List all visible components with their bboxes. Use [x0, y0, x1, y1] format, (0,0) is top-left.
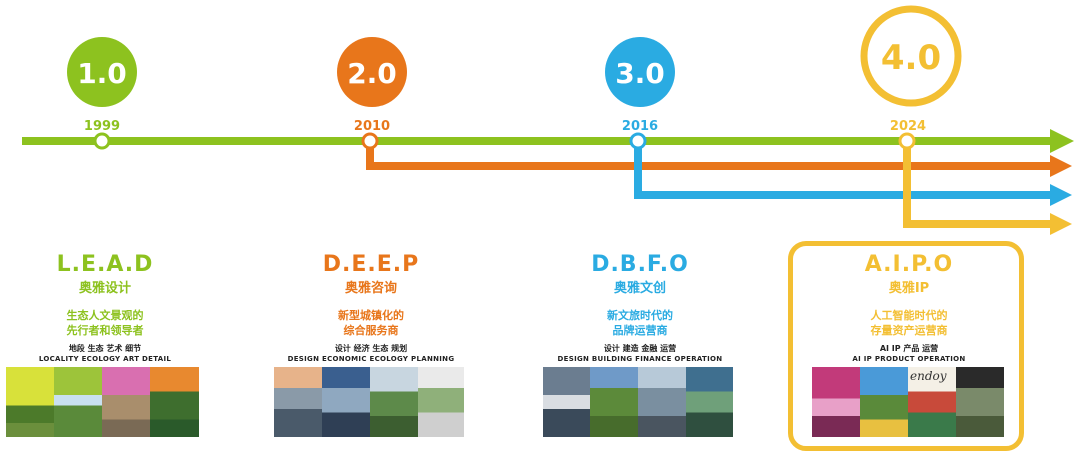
main-timeline-arrow [1050, 129, 1074, 153]
stage-keywords-cn: 设计 建造 金融 运营 [603, 344, 677, 353]
photo-ip [860, 367, 908, 437]
stage-aipo: A.I.P.O 奥雅IP 人工智能时代的 存量资产运营商 AI IP 产品 运营… [804, 252, 1014, 364]
stage-code: D.E.E.P [322, 252, 420, 277]
branch-arrow-2016 [1050, 184, 1072, 206]
stage-name: 奥雅文创 [613, 281, 666, 296]
version-label-3: 3.0 [615, 57, 665, 90]
year-label-3: 2016 [622, 119, 658, 134]
photo-detail [150, 367, 199, 437]
stage-name: 奥雅IP [888, 281, 930, 296]
stage-deep: D.E.E.P 奥雅咨询 新型城镇化的 综合服务商 设计 经济 生态 规划 DE… [266, 252, 476, 364]
stage-code: D.B.F.O [591, 252, 689, 277]
branch-arrow-2024 [1050, 213, 1072, 235]
photo-product: endoy [908, 367, 956, 437]
stage-keywords-en: DESIGN ECONOMIC ECOLOGY PLANNING [287, 355, 455, 363]
stage-name: 奥雅设计 [78, 281, 131, 296]
photo-operation-2 [956, 367, 1004, 437]
node-2024 [898, 132, 916, 150]
photo-building [590, 367, 638, 437]
node-2016 [629, 132, 647, 150]
version-circle-1 [67, 37, 137, 107]
photo-operation [686, 367, 733, 437]
branch-line-2016 [634, 141, 1052, 199]
version-circle-2 [337, 37, 407, 107]
photo-design-2 [543, 367, 590, 437]
photo-ecology [54, 367, 102, 437]
stage-description: 新文旅时代的 品牌运营商 [607, 309, 673, 337]
version-label-1: 1.0 [77, 57, 127, 90]
stage-keywords-en: LOCALITY ECOLOGY ART DETAIL [38, 355, 172, 363]
photo-planning [418, 367, 464, 437]
photo-design [274, 367, 322, 437]
stage-keywords-cn: 地段 生态 艺术 细节 [68, 344, 142, 353]
photo-strip-dbfo [543, 367, 733, 437]
version-circle-4 [860, 5, 962, 107]
node-2010 [361, 132, 379, 150]
photo-finance [638, 367, 686, 437]
branch-arrow-2010 [1050, 155, 1072, 177]
photo-ecology-2 [370, 367, 418, 437]
stage-description: 生态人文景观的 先行者和领导者 [66, 309, 144, 337]
photo-ai [812, 367, 860, 437]
stage-keywords-cn: AI IP 产品 运营 [879, 344, 939, 353]
stage-code: A.I.P.O [864, 252, 954, 277]
branch-line-2024 [903, 141, 1052, 228]
node-1999 [93, 132, 111, 150]
year-label-1: 1999 [84, 119, 120, 134]
photo-strip-lead [6, 367, 199, 437]
photo-strip-aipo: endoy [812, 367, 1004, 437]
stage-keywords-en: DESIGN BUILDING FINANCE OPERATION [557, 355, 723, 363]
stage-description: 新型城镇化的 综合服务商 [338, 309, 404, 337]
photo-economic [322, 367, 370, 437]
year-label-2: 2010 [354, 119, 390, 134]
year-label-4: 2024 [890, 119, 926, 134]
stage-keywords-cn: 设计 经济 生态 规划 [334, 344, 408, 353]
version-circle-3 [605, 37, 675, 107]
stage-description: 人工智能时代的 存量资产运营商 [870, 309, 948, 337]
photo-art [102, 367, 150, 437]
photo-signage-text: endoy [910, 369, 947, 383]
current-stage-highlight-frame [788, 241, 1024, 451]
version-label-2: 2.0 [347, 57, 397, 90]
photo-locality [6, 367, 54, 437]
photo-strip-deep [274, 367, 464, 437]
stage-dbfo: D.B.F.O 奥雅文创 新文旅时代的 品牌运营商 设计 建造 金融 运营 DE… [535, 252, 745, 364]
stage-name: 奥雅咨询 [344, 281, 397, 296]
stage-lead: L.E.A.D 奥雅设计 生态人文景观的 先行者和领导者 地段 生态 艺术 细节… [0, 252, 210, 364]
version-label-4: 4.0 [881, 38, 941, 78]
stage-keywords-en: AI IP PRODUCT OPERATION [852, 355, 966, 363]
stage-code: L.E.A.D [56, 252, 154, 277]
